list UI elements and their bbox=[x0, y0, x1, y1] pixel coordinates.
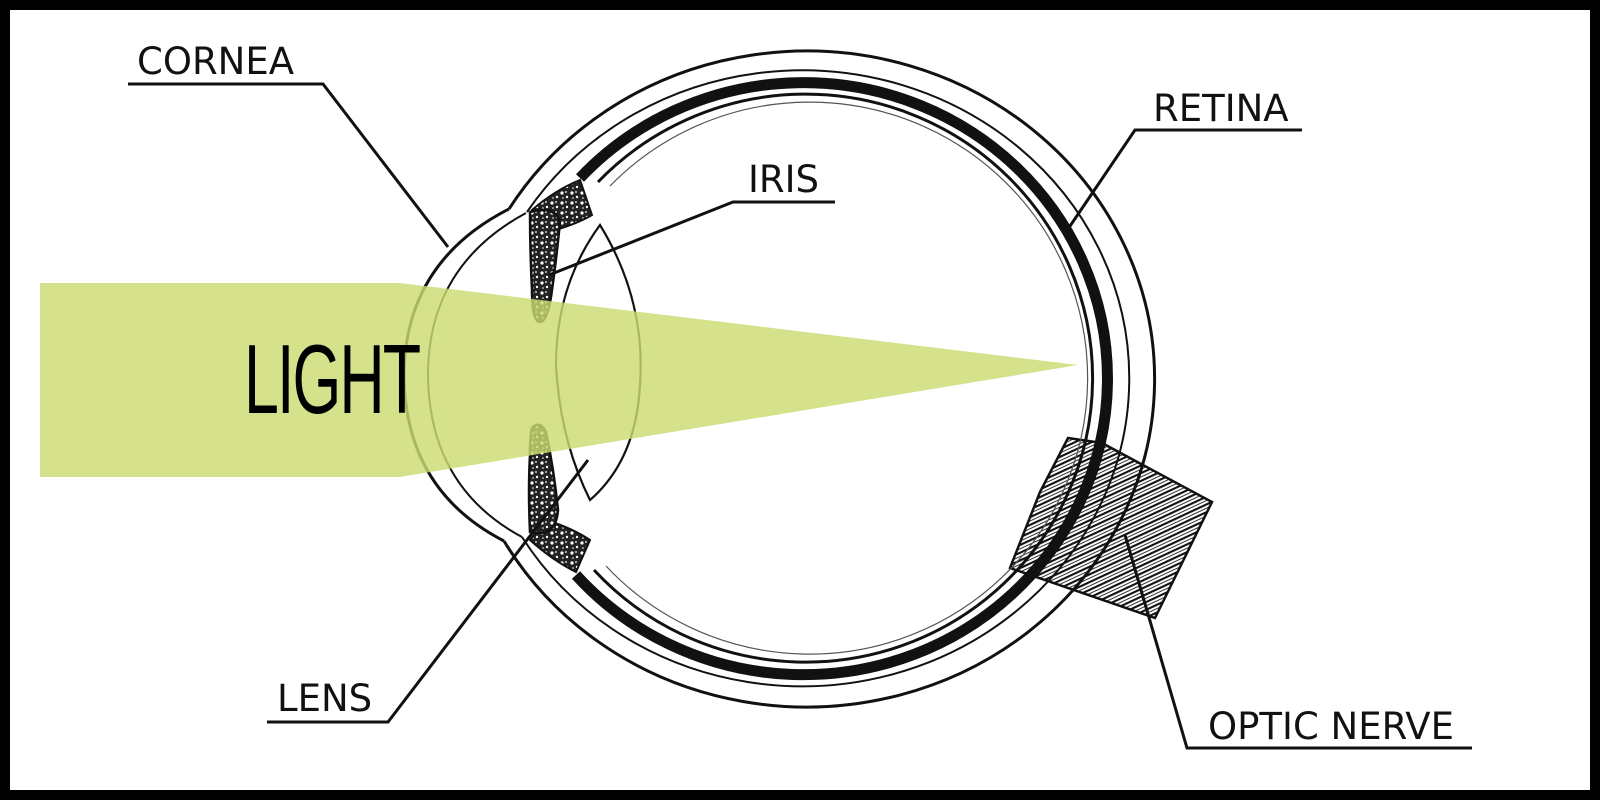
retina bbox=[592, 92, 1095, 664]
retina-leader-line bbox=[1064, 128, 1302, 233]
light-label: LIGHT bbox=[244, 324, 421, 434]
lens-label: LENS bbox=[277, 677, 373, 720]
iris-label: IRIS bbox=[748, 158, 820, 201]
optic-nerve-label: OPTIC NERVE bbox=[1208, 705, 1454, 748]
cornea-leader-line bbox=[128, 82, 450, 248]
retina-inner-line bbox=[605, 101, 1089, 655]
light-beam bbox=[40, 283, 1078, 477]
choroid bbox=[571, 77, 1113, 681]
sclera bbox=[502, 49, 1157, 709]
optic-nerve-leader-line bbox=[1123, 534, 1472, 750]
lens-leader-line bbox=[267, 459, 590, 724]
sclera-inner bbox=[521, 69, 1131, 688]
retina-label: RETINA bbox=[1153, 87, 1289, 130]
iris-leader-line bbox=[548, 200, 835, 277]
optic-nerve bbox=[1008, 436, 1214, 620]
cornea-label: CORNEA bbox=[137, 40, 295, 83]
